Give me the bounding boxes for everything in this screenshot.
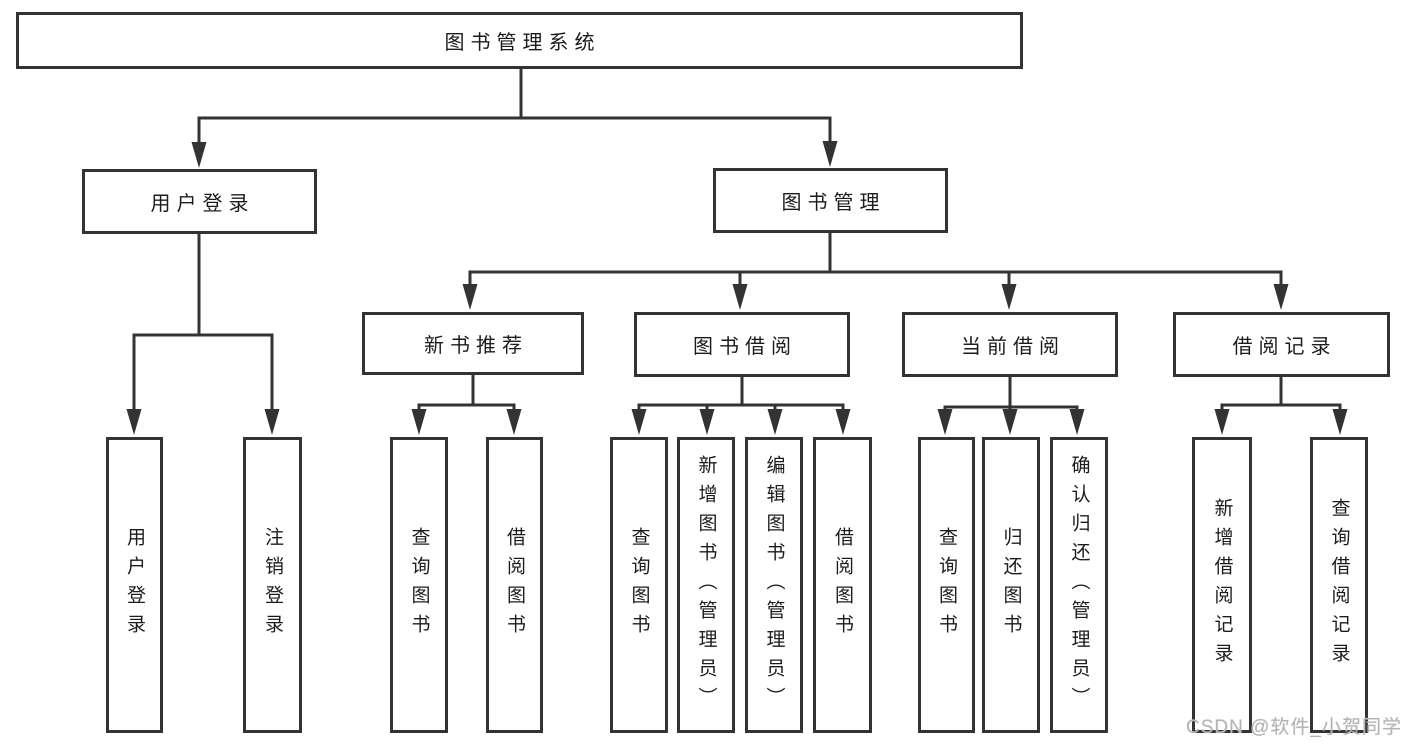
node-new-book-recommend: 新书推荐: [362, 312, 584, 375]
node-book-management-system: 图书管理系统: [16, 12, 1023, 69]
node-user-login: 用户登录: [82, 169, 317, 234]
leaf-borrow-books: 借阅图书: [813, 437, 872, 733]
leaf-return-books: 归还图书: [982, 437, 1040, 733]
node-borrowing-records: 借阅记录: [1173, 312, 1390, 377]
leaf-query-books-current: 查询图书: [918, 437, 975, 733]
node-current-borrowing: 当前借阅: [902, 312, 1118, 377]
node-book-management: 图书管理: [713, 168, 948, 233]
leaf-add-borrow-record: 新增借阅记录: [1192, 437, 1252, 733]
leaf-logout: 注销登录: [243, 437, 302, 733]
leaf-query-books-recommend: 查询图书: [390, 437, 448, 733]
csdn-watermark: CSDN @软件_小贺同学: [1186, 717, 1402, 738]
leaf-borrow-books-recommend: 借阅图书: [486, 437, 543, 733]
node-book-borrowing: 图书借阅: [634, 312, 850, 377]
leaf-add-books-admin: 新增图书（管理员）: [677, 437, 735, 733]
leaf-edit-books-admin: 编辑图书（管理员）: [745, 437, 803, 733]
leaf-confirm-return-admin: 确认归还（管理员）: [1050, 437, 1108, 733]
leaf-query-borrow-record: 查询借阅记录: [1310, 437, 1368, 733]
leaf-query-books-borrowing: 查询图书: [610, 437, 668, 733]
leaf-user-login: 用户登录: [106, 437, 163, 733]
